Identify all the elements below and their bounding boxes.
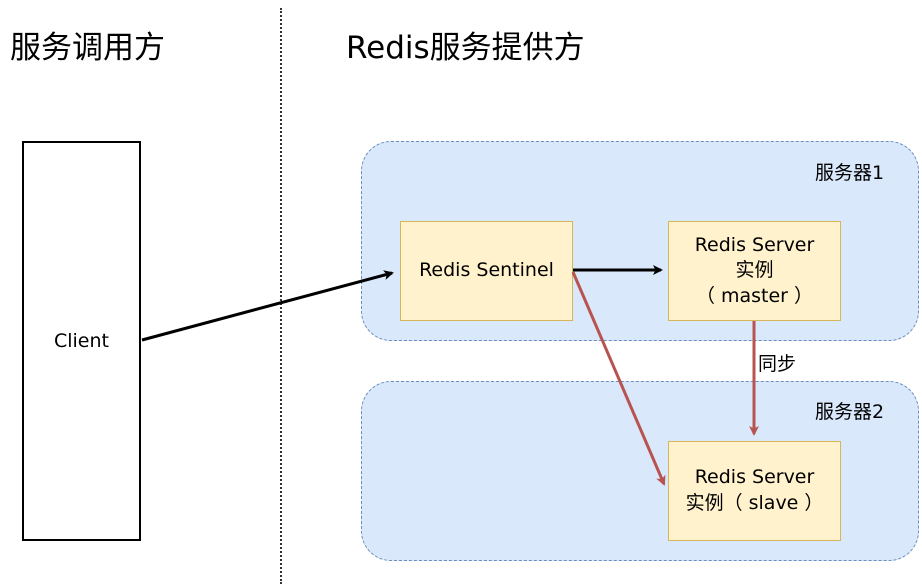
provider-heading: Redis服务提供方 (346, 30, 585, 66)
redis-slave-node[interactable]: Redis Server 实例（ slave ） (668, 441, 841, 541)
slave-label-line2: 实例（ slave ） (685, 492, 824, 514)
server1-label: 服务器1 (815, 162, 885, 184)
client-to-sentinel-arrow (141, 270, 394, 342)
master-label-line1: Redis Server (694, 233, 815, 256)
server2-label: 服务器2 (815, 401, 885, 423)
sentinel-label: Redis Sentinel (419, 259, 554, 282)
caller-heading: 服务调用方 (10, 30, 165, 66)
slave-label-line1: Redis Server (694, 466, 815, 489)
client-label: Client (53, 330, 109, 352)
redis-master-node[interactable]: Redis Server 实例 （ master ） (668, 221, 841, 321)
section-divider (280, 8, 282, 584)
client-node[interactable]: Client (22, 141, 141, 541)
redis-sentinel-node[interactable]: Redis Sentinel (400, 221, 573, 321)
master-label-line3: （ master ） (695, 284, 814, 307)
sync-label: 同步 (758, 353, 797, 375)
master-label-line2: 实例 (735, 259, 774, 282)
